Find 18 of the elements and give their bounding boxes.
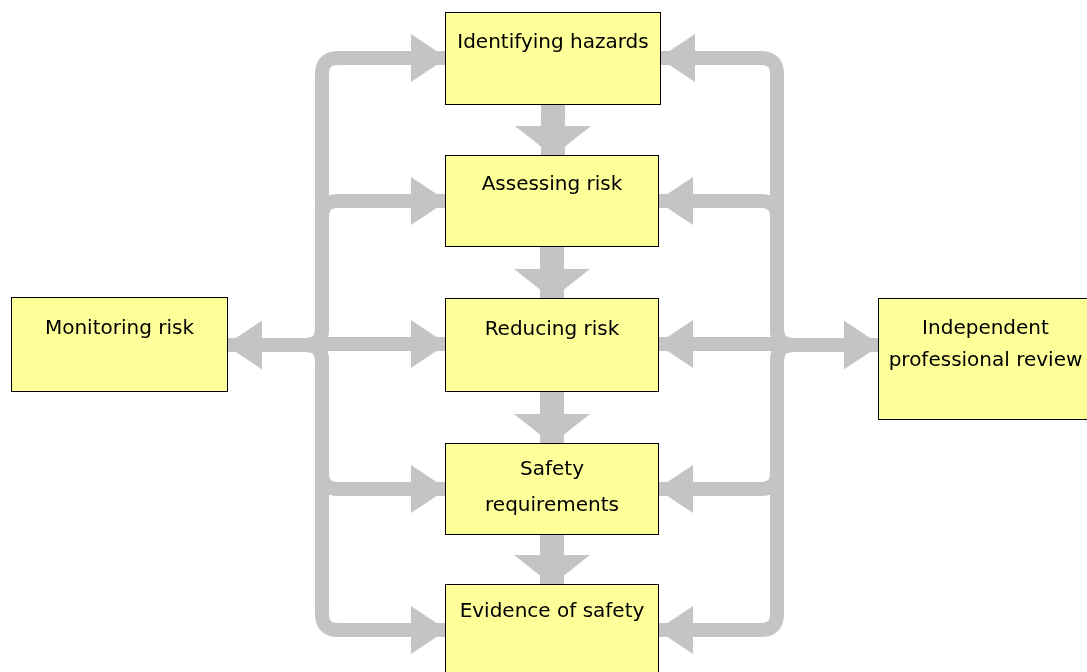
process-box <box>445 298 659 392</box>
box-label: Reducing risk <box>484 315 620 342</box>
process-box <box>445 155 659 247</box>
arrow <box>514 535 590 585</box>
process-box <box>445 12 661 105</box>
process-box <box>445 443 659 535</box>
arrow <box>514 392 590 444</box>
box-label: Identifying hazards <box>457 28 649 55</box>
process-box <box>878 298 1087 420</box>
arrow <box>514 247 590 299</box>
box-label: Assessing risk <box>481 170 623 197</box>
process-box <box>445 584 659 672</box>
process-box <box>11 297 228 392</box>
box-label: Evidence of safety <box>459 597 645 624</box>
box-label: Independent professional review <box>887 314 1084 373</box>
arrow <box>515 105 591 156</box>
box-label: Safety requirements <box>484 455 620 518</box>
box-label: Monitoring risk <box>44 314 195 341</box>
